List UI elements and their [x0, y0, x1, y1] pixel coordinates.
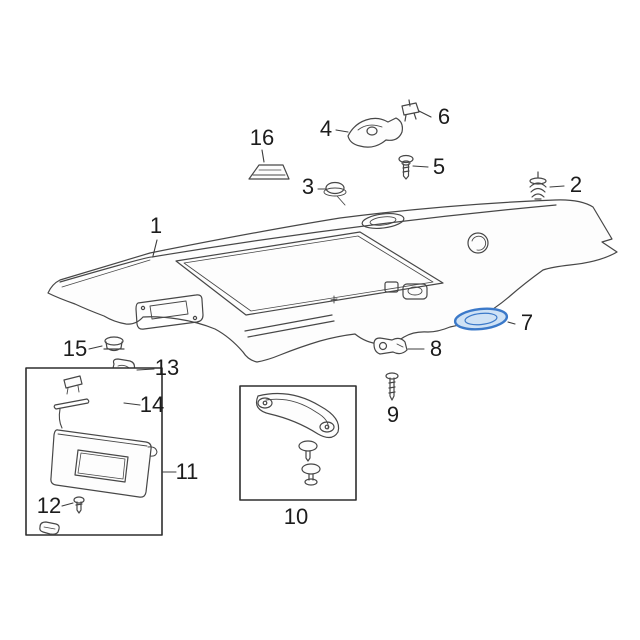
part-7-lamp-lens-highlighted: [453, 307, 509, 331]
sun-visor-box: [25, 367, 163, 536]
callout-14-label: 14: [140, 392, 164, 417]
callout-8-label: 8: [430, 336, 442, 361]
callout-labels: 1 2 3 4 5 6 7 8 9 10 11 12 13 14 15 16: [37, 104, 582, 529]
leader-lines: [61, 110, 565, 507]
leader-5: [412, 165, 429, 168]
part-5-screw: [398, 154, 414, 180]
part-4-bracket: [347, 117, 403, 148]
diagram-linework: [25, 99, 618, 536]
part-2-clip: [529, 171, 547, 200]
headliner-panel: [47, 195, 618, 363]
part-15-clip: [103, 336, 125, 352]
handle-screw-caps: [298, 440, 321, 486]
callout-9-label: 9: [387, 402, 399, 427]
callout-5-label: 5: [433, 154, 445, 179]
leader-12: [61, 502, 74, 507]
sun-visor: [50, 375, 158, 498]
callout-12-label: 12: [37, 493, 61, 518]
leader-4: [335, 129, 349, 133]
rear-vent-detail: [384, 281, 428, 300]
callout-10-label: 10: [284, 504, 308, 529]
leader-7: [507, 321, 516, 325]
callout-15-label: 15: [63, 336, 87, 361]
callout-11-label: 11: [176, 459, 199, 484]
leader-13: [136, 368, 155, 371]
callout-4-label: 4: [320, 116, 332, 141]
leader-16: [261, 149, 265, 163]
leader-14: [123, 402, 141, 406]
leader-6: [418, 110, 432, 118]
wire-coil-detail: [467, 232, 489, 254]
part-10-grab-handle: [255, 392, 340, 439]
callout-3-label: 3: [302, 174, 314, 199]
callout-7-label: 7: [521, 310, 533, 335]
rear-lamp-oval: [361, 212, 405, 230]
sunroof-opening: [175, 231, 444, 316]
callout-1-label: 1: [150, 213, 162, 238]
leader-2: [549, 185, 565, 188]
part-3-grommet: [323, 181, 347, 197]
callout-16-label: 16: [250, 125, 274, 150]
part-9-screw: [385, 372, 399, 401]
part-12-screw: [73, 496, 85, 514]
part-16-lamp: [248, 164, 290, 180]
leader-15: [88, 345, 103, 350]
leader-1: [152, 239, 158, 257]
console-cutout: [135, 294, 204, 330]
visor-lower-clip: [39, 521, 60, 535]
part-6-clip: [401, 99, 420, 122]
part-8-bracket: [373, 337, 408, 355]
callout-13-label: 13: [155, 355, 179, 380]
callout-2-label: 2: [570, 172, 582, 197]
grab-handle-box: [239, 385, 357, 501]
callout-6-label: 6: [438, 104, 450, 129]
